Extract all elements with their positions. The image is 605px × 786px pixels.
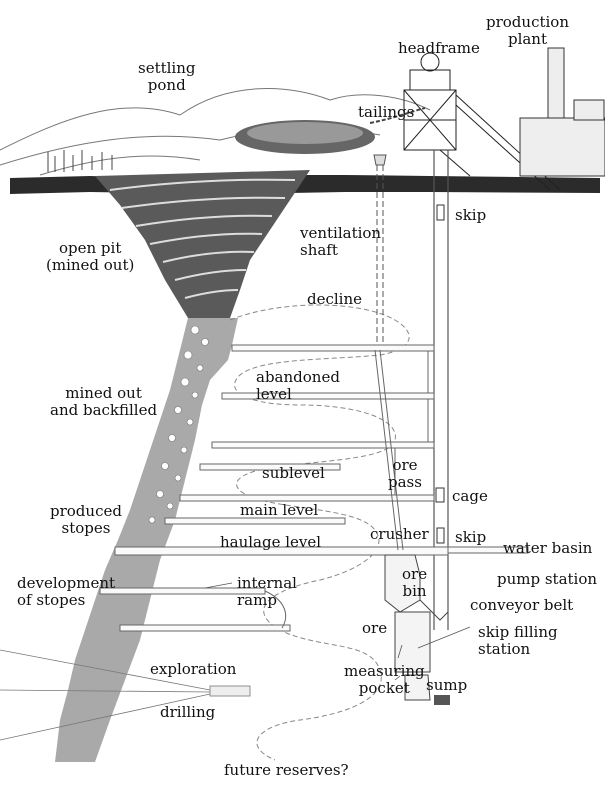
label-conveyor-belt: conveyor belt (470, 597, 573, 614)
label-skip-filling-station: skip filling station (478, 624, 558, 658)
label-skip-bottom: skip (455, 529, 486, 546)
ore-pass-line (375, 350, 403, 550)
label-produced-stopes: produced stopes (50, 503, 122, 537)
label-internal-ramp: internal ramp (237, 575, 297, 609)
label-headframe: headframe (398, 40, 480, 57)
label-measuring-pocket: measuring pocket (344, 663, 425, 697)
label-main-level: main level (240, 502, 318, 519)
cage-car (436, 488, 444, 502)
label-production-plant: production plant (486, 14, 569, 48)
skip-bottom-car (437, 528, 444, 543)
label-crusher: crusher (370, 526, 429, 543)
label-pump-station: pump station (497, 571, 597, 588)
production-plant-building (520, 48, 605, 176)
label-water-basin: water basin (503, 540, 592, 557)
label-ventilation-shaft: ventilation shaft (300, 225, 381, 259)
label-ore-bin: ore bin (402, 566, 427, 600)
label-exploration: exploration (150, 661, 236, 678)
skip-top-car (437, 205, 444, 220)
tailings-dam (235, 120, 375, 154)
label-settling-pond: settling pond (138, 60, 196, 94)
label-future-reserves: future reserves? (224, 762, 349, 779)
label-drilling: drilling (160, 704, 215, 721)
label-cage: cage (452, 488, 488, 505)
label-sump: sump (426, 677, 467, 694)
label-decline: decline (307, 291, 362, 308)
label-development-of-stopes: development of stopes (17, 575, 115, 609)
label-sublevel: sublevel (262, 465, 325, 482)
label-open-pit: open pit (mined out) (46, 240, 134, 274)
sump-pit (434, 695, 450, 705)
label-tailings: tailings (358, 104, 414, 121)
label-haulage-level: haulage level (220, 534, 321, 551)
label-mined-out-backfilled: mined out and backfilled (50, 385, 157, 419)
main-shaft (434, 150, 448, 630)
label-abandoned-level: abandoned level (256, 369, 340, 403)
label-ore-pass: ore pass (388, 457, 422, 491)
label-ore: ore (362, 620, 387, 637)
label-skip-top: skip (455, 207, 486, 224)
trees (48, 150, 112, 172)
